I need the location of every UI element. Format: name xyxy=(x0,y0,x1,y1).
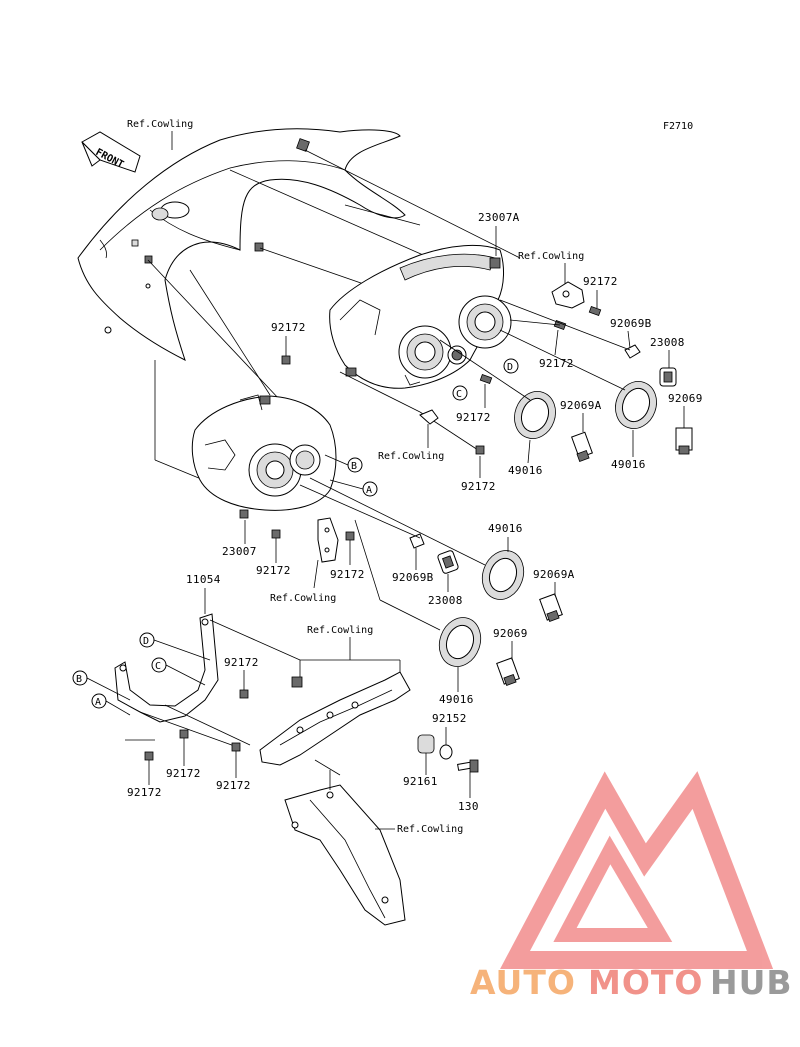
callout-D-lower: D xyxy=(139,632,155,648)
part-92172-lower-mid-label: 92172 xyxy=(330,568,365,581)
part-92152-label: 92152 xyxy=(432,712,467,725)
bulb-92069A-upper xyxy=(571,431,593,462)
part-92172-stay-lowright-label: 92172 xyxy=(216,779,251,792)
svg-text:AUTO: AUTO xyxy=(470,963,576,1002)
part-23007A-label: 23007A xyxy=(478,211,520,224)
part-23008-lower-label: 23008 xyxy=(428,594,463,607)
bulb-92069-lower xyxy=(496,657,520,686)
ref-cowling-bracket-label: Ref.Cowling xyxy=(307,625,373,636)
part-92172-lower-left-label: 92172 xyxy=(256,564,291,577)
part-49016-upper-right-label: 49016 xyxy=(611,458,646,471)
part-92161-label: 92161 xyxy=(403,775,438,788)
svg-text:C: C xyxy=(456,389,462,400)
svg-text:A: A xyxy=(95,697,101,708)
callout-D-upper: D xyxy=(503,358,519,374)
cap-49016-lower-upper xyxy=(481,550,525,600)
headlight-bracket xyxy=(259,671,411,766)
callout-A-upper: A xyxy=(362,481,378,497)
socket-23008-upper xyxy=(659,367,677,387)
bulb-92069B-upper xyxy=(624,344,641,359)
front-arrow: FRONT xyxy=(81,131,141,173)
cap-49016-lower-lower xyxy=(438,617,482,667)
bracket-leaders xyxy=(299,637,401,776)
part-92069A-upper-label: 92069A xyxy=(560,399,602,412)
part-92172-stay-right-label: 92172 xyxy=(224,656,259,669)
part-11054-label: 11054 xyxy=(186,573,221,586)
frame-stay xyxy=(284,784,406,926)
ref-cowling-right-label: Ref.Cowling xyxy=(518,251,584,262)
part-92172-stay-mid-label: 92172 xyxy=(166,767,201,780)
upper-cowling xyxy=(77,128,406,361)
part-92172-mid-right-label: 92172 xyxy=(539,357,574,370)
part-23007-label: 23007 xyxy=(222,545,257,558)
callout-B-upper: B xyxy=(347,457,363,473)
watermark-text: AUTO MOTO HUB xyxy=(470,963,793,1002)
figure-code: F2710 xyxy=(663,121,693,132)
grommet-92161 xyxy=(417,734,435,754)
part-92172-stay-left-label: 92172 xyxy=(127,786,162,799)
cap-49016-upper-right xyxy=(615,381,657,429)
callout-C-upper: C xyxy=(452,385,468,401)
ref-cowling-lower-label: Ref.Cowling xyxy=(270,593,336,604)
cap-49016-upper-left xyxy=(514,391,556,439)
headlight-23007A xyxy=(329,244,512,389)
part-49016-lower-lower-label: 49016 xyxy=(439,693,474,706)
part-92069A-lower-label: 92069A xyxy=(533,568,575,581)
svg-text:MOTO: MOTO xyxy=(588,963,703,1002)
ref-cowling-stay-label: Ref.Cowling xyxy=(397,824,463,835)
callout-B-lower: B xyxy=(72,670,88,686)
svg-text:C: C xyxy=(155,661,161,672)
part-92172-lower-center-label: 92172 xyxy=(461,480,496,493)
washer-92152 xyxy=(439,744,453,760)
part-92069-upper-label: 92069 xyxy=(668,392,703,405)
svg-text:B: B xyxy=(76,674,82,685)
part-92069-lower-label: 92069 xyxy=(493,627,528,640)
part-92069B-lower-label: 92069B xyxy=(392,571,434,584)
callout-C-lower: C xyxy=(151,657,167,673)
part-130-label: 130 xyxy=(458,800,479,813)
svg-text:D: D xyxy=(507,362,513,373)
part-49016-upper-left-label: 49016 xyxy=(508,464,543,477)
headlight-23007 xyxy=(191,394,337,519)
svg-text:HUB: HUB xyxy=(710,963,793,1002)
mid-bracket xyxy=(419,409,439,425)
part-92172-upper-right-label: 92172 xyxy=(583,275,618,288)
bulb-92069A-lower xyxy=(539,593,563,622)
lower-connection-lines xyxy=(299,477,486,631)
upper-connection-lines xyxy=(339,299,631,451)
stay-11054 xyxy=(114,613,219,723)
bolt-130 xyxy=(457,759,479,773)
svg-text:A: A xyxy=(366,485,372,496)
svg-text:D: D xyxy=(143,636,149,647)
lower-small-parts xyxy=(271,517,459,574)
watermark-logo xyxy=(500,771,774,969)
svg-text:B: B xyxy=(351,461,357,472)
callout-A-lower: A xyxy=(91,693,107,709)
part-92172-center-label: 92172 xyxy=(456,411,491,424)
part-92069B-upper-label: 92069B xyxy=(610,317,652,330)
part-49016-lower-upper-label: 49016 xyxy=(488,522,523,535)
part-23008-upper-label: 23008 xyxy=(650,336,685,349)
lower-callout-lines xyxy=(86,619,301,749)
upper-right-bracket xyxy=(551,281,585,309)
ref-cowling-mid-label: Ref.Cowling xyxy=(378,451,444,462)
bulb-92069-upper xyxy=(675,427,693,455)
screw-92172-lower-center xyxy=(475,445,485,455)
part-92172-left-label: 92172 xyxy=(271,321,306,334)
ref-cowling-top-label: Ref.Cowling xyxy=(127,119,193,130)
